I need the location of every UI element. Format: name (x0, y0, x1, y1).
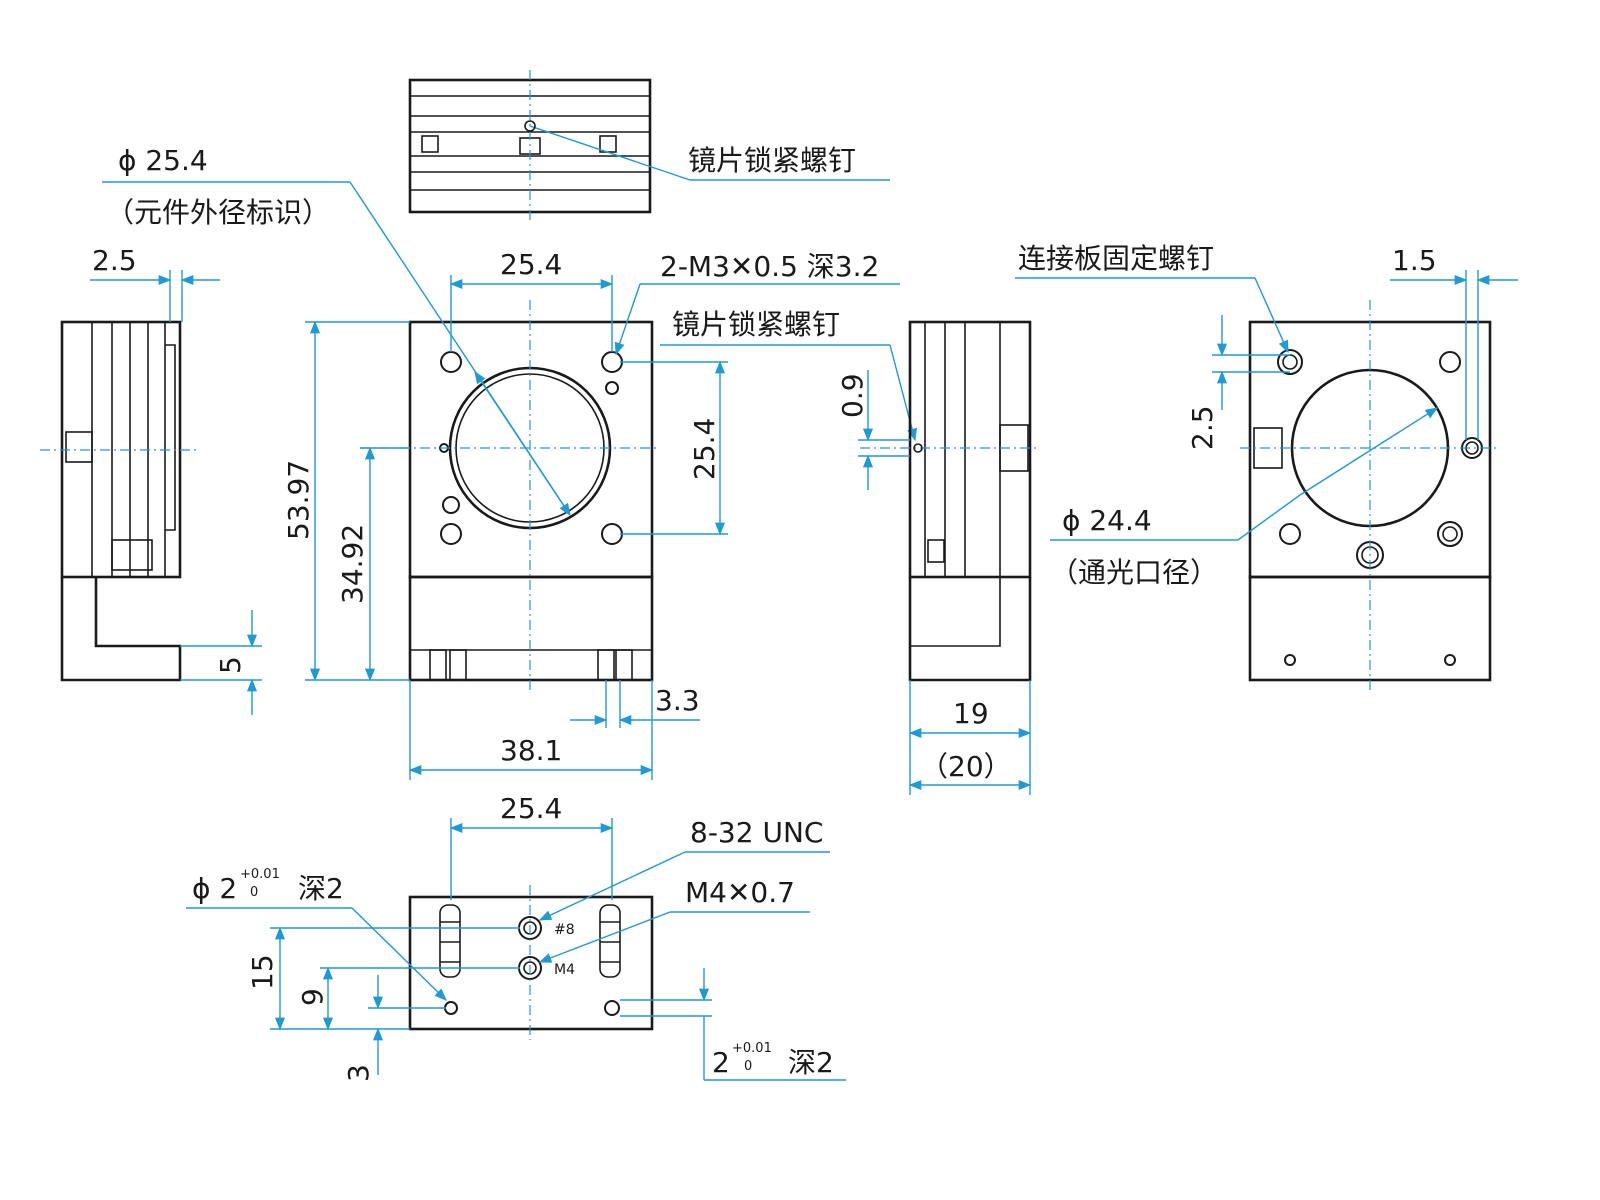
dim-3-3-text: 3.3 (655, 684, 700, 717)
dim-25-4-front-top (449, 275, 614, 352)
dim-2-5-left (90, 270, 220, 322)
pin-hole-right-callout: 2 +0.01 0 深2 (712, 1041, 834, 1079)
thread-m4-leader (538, 911, 810, 963)
dim-2-5-left-text: 2.5 (92, 244, 137, 277)
dim-1-5-text: 1.5 (1392, 244, 1437, 277)
dim-19 (908, 680, 1032, 795)
pin-hole-left-tol-upper: +0.01 (240, 867, 280, 882)
clear-aperture-text: （通光口径） (1050, 556, 1218, 589)
dim-5 (180, 610, 262, 715)
right-side-view (860, 320, 1040, 682)
pin-hole-right-prefix: 2 (712, 1046, 730, 1079)
dim-53-97 (305, 320, 410, 682)
dim-9-text: 9 (296, 988, 329, 1006)
dim-15-text: 15 (246, 954, 279, 990)
dim-3-3 (570, 680, 700, 728)
pin-hole-left-callout: ϕ 2 +0.01 0 深2 (192, 867, 344, 905)
dim-20-text: （20） (920, 750, 1012, 783)
pin-hole-left-tol-lower: 0 (250, 885, 258, 900)
dim-34-92-text: 34.92 (336, 524, 369, 604)
dim-25-4-bottom-text: 25.4 (500, 792, 562, 825)
dim-38-1 (408, 680, 654, 780)
mark-8: #8 (554, 922, 575, 938)
pin-hole-right-leader (620, 968, 846, 1081)
thread-8-32-leader (538, 851, 830, 921)
dim-25-4-vertical-text: 25.4 (688, 418, 721, 480)
top-view (408, 70, 890, 222)
left-side-view (40, 320, 200, 682)
dim-5-text: 5 (214, 656, 247, 674)
bottom-view (408, 885, 654, 1040)
mark-m4: M4 (554, 962, 575, 978)
phi-24-4-text: ϕ 24.4 (1062, 504, 1152, 537)
dim-phi-25-4-leader (102, 181, 571, 517)
dim-38-1-text: 38.1 (500, 734, 562, 767)
pin-hole-right-tol-upper: +0.01 (732, 1041, 772, 1056)
pin-hole-right-tol-lower: 0 (744, 1059, 752, 1074)
phi-24-4-leader (1050, 407, 1439, 541)
thread-m3-leader (614, 283, 900, 356)
dim-25-4-vertical (620, 360, 728, 536)
dim-3 (368, 975, 446, 1075)
plate-fix-screw-text: 连接板固定螺钉 (1018, 242, 1214, 275)
mirror-lock-screw-front-text: 镜片锁紧螺钉 (672, 308, 840, 341)
dim-0-9 (858, 370, 910, 490)
pin-hole-left-depth: 深2 (298, 872, 344, 905)
dim-19-text: 19 (953, 697, 989, 730)
pin-hole-right-depth: 深2 (788, 1046, 834, 1079)
thread-m3-text: 2-M3✕0.5 深3.2 (660, 250, 879, 283)
label-mirror-lock-screw-top: 镜片锁紧螺钉 (688, 144, 856, 177)
dim-1-5 (1390, 270, 1518, 440)
dim-34-92 (360, 446, 410, 682)
dim-0-9-text: 0.9 (836, 373, 869, 418)
element-od-mark-text: （元件外径标识） (106, 196, 330, 229)
thread-m4-text: M4✕0.7 (685, 876, 795, 909)
dim-3-text: 3 (342, 1064, 375, 1082)
thread-8-32-text: 8-32 UNC (690, 816, 823, 849)
pin-hole-left-leader (186, 907, 447, 1001)
dim-53-97-text: 53.97 (282, 460, 315, 540)
front-view (360, 300, 660, 690)
dim-2-5-right (1212, 315, 1290, 410)
dim-9 (320, 966, 520, 1031)
pin-hole-left-prefix: ϕ 2 (192, 872, 237, 905)
phi-25-4-text: ϕ 25.4 (118, 144, 208, 177)
dim-25-4-bottom (449, 818, 614, 900)
dim-2-5-right-text: 2.5 (1186, 405, 1219, 450)
plate-fix-screw-leader (1015, 277, 1289, 354)
dim-15 (270, 926, 520, 1031)
rear-view (1240, 300, 1500, 690)
dim-25-4-front-top-text: 25.4 (500, 248, 562, 281)
